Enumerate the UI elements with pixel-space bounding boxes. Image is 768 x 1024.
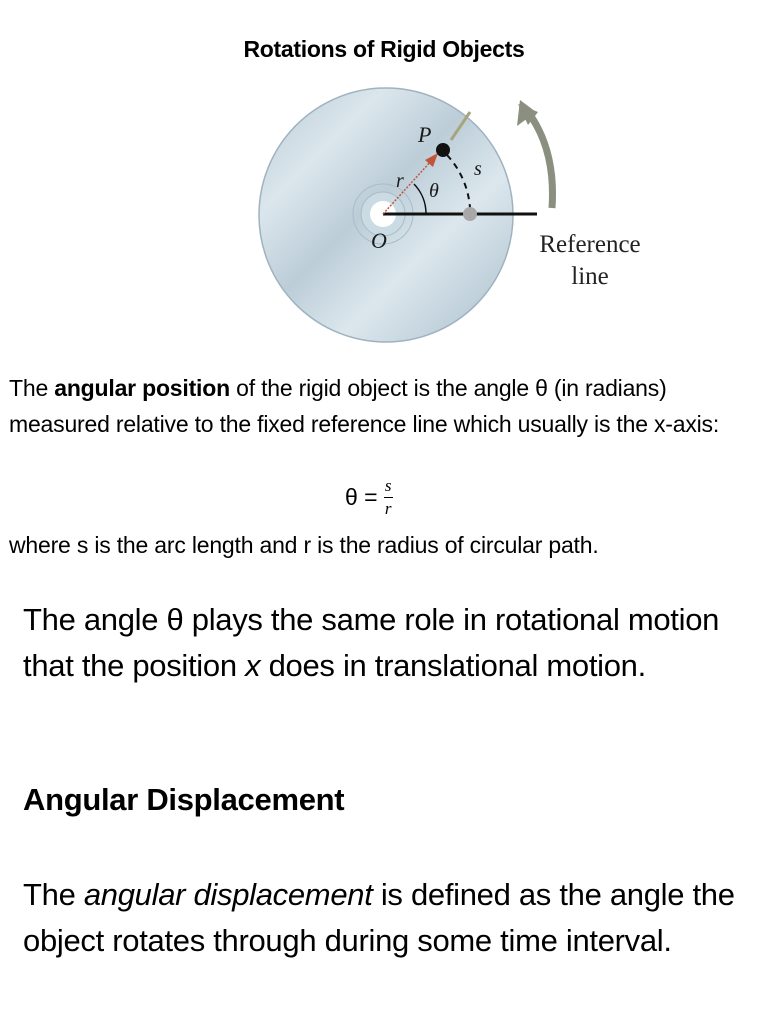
reference-label-line1: Reference [539, 231, 641, 258]
role-italic-x: x [245, 648, 261, 683]
label-p: P [418, 122, 432, 147]
formula-fraction: s r [383, 476, 393, 518]
disc-illustration [258, 87, 556, 343]
point-p [436, 143, 450, 157]
definition-text-2: is defined as the angle the object rotat… [23, 877, 735, 958]
intro-text-2: of the rigid object is the angle θ (in r… [9, 375, 720, 437]
definition-text-1: The [23, 877, 84, 912]
angular-position-paragraph: The angular position of the rigid object… [9, 370, 759, 442]
definition-italic-term: angular displacement [83, 877, 373, 912]
reference-label-line2: line [571, 263, 609, 290]
label-r: r [396, 170, 404, 192]
label-theta: θ [429, 180, 439, 202]
role-paragraph: The angle θ plays the same role in rotat… [23, 597, 753, 689]
arc-length-s [446, 154, 471, 209]
reference-line-label: Reference line [520, 229, 660, 293]
rotation-arrow [525, 109, 556, 209]
page-title: Rotations of Rigid Objects [243, 36, 525, 62]
theta-arc [413, 183, 427, 215]
formula-lhs: θ = [345, 484, 378, 510]
label-s: s [474, 158, 482, 180]
fraction-bar [383, 497, 393, 498]
formula-numerator: s [384, 476, 392, 495]
radius-arrowhead [425, 153, 438, 167]
label-o: O [371, 228, 387, 253]
where-text: where s is the arc length and r is the r… [9, 532, 599, 558]
formula-denominator: r [384, 499, 392, 518]
theta-formula: θ = s r [345, 476, 393, 518]
section-heading: Angular Displacement [23, 782, 345, 817]
intro-text-1: The [9, 375, 55, 401]
reference-point [463, 207, 477, 221]
definition-paragraph: The angular displacement is defined as t… [23, 872, 753, 964]
rotation-diagram: P r θ s O Reference line [0, 0, 768, 360]
role-text-1: The angle θ plays the same role in rotat… [23, 602, 720, 683]
role-text-2: does in translational motion. [260, 648, 647, 683]
intro-bold-term: angular position [54, 375, 230, 401]
